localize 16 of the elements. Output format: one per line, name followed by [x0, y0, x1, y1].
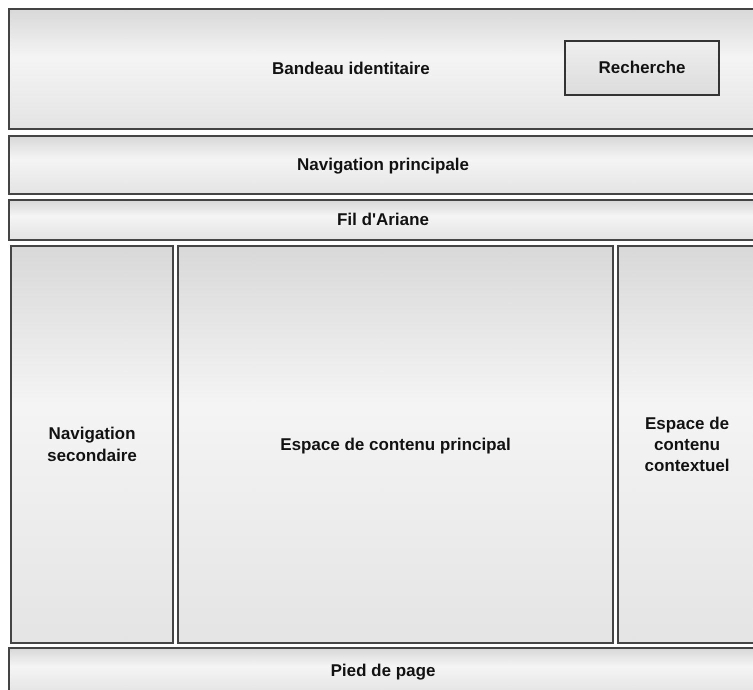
secondary-navigation-panel: [10, 245, 174, 644]
header-banner: [8, 8, 753, 130]
section-label: Recherche: [598, 57, 686, 79]
main-content-panel: [177, 245, 614, 644]
section-label: Navigation principale: [297, 154, 469, 176]
section-label: Fil d'Ariane: [337, 209, 429, 231]
contextual-content-panel: [617, 245, 753, 644]
section-label: Espace de contenu contextuel: [643, 412, 731, 476]
search-box: [564, 40, 720, 96]
section-label: Navigation secondaire: [46, 423, 138, 466]
section-label: Pied de page: [330, 660, 436, 682]
breadcrumb-bar: [8, 199, 753, 241]
footer-bar: [8, 647, 753, 690]
section-label: Espace de contenu principal: [280, 434, 511, 456]
section-label: Bandeau identitaire: [272, 58, 430, 80]
main-navigation-bar: [8, 135, 753, 195]
